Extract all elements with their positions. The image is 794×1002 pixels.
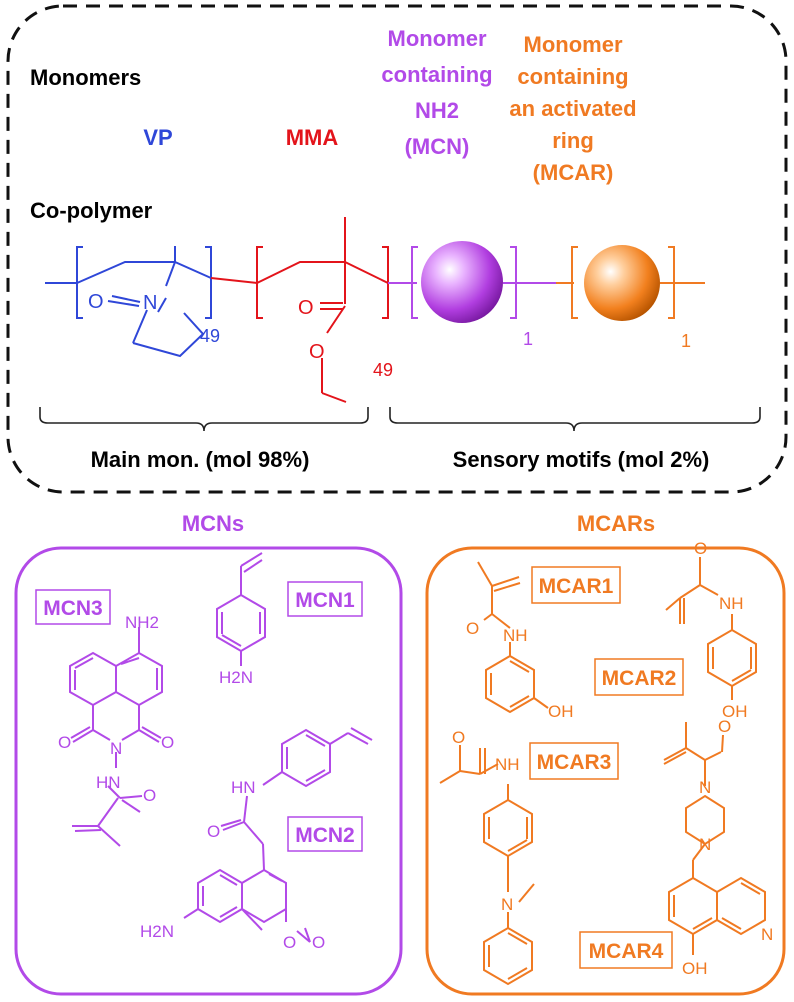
mcar2-nh: NH <box>719 594 744 613</box>
mma-repeat-unit <box>210 217 389 403</box>
sensory-label: Sensory motifs (mol 2%) <box>453 447 710 472</box>
vp-label: VP <box>143 125 172 150</box>
mcar-desc-line2: containing <box>517 64 628 89</box>
mcar4-o: O <box>718 717 731 736</box>
mcn1-h2n: H2N <box>219 668 253 687</box>
mcn2-h2n: H2N <box>140 922 174 941</box>
mcn-sphere <box>421 241 503 323</box>
mcn3-imide-n: N <box>110 739 122 758</box>
mcn1-box <box>287 581 363 617</box>
mcar-desc-line1: Monomer <box>524 32 623 57</box>
mcn2-box <box>287 816 363 852</box>
mcn3-label: MCN3 <box>43 597 103 620</box>
mcn2-ring-o: O <box>283 933 296 952</box>
mcar4-n-bottom: N <box>699 835 711 854</box>
mcar3-box <box>529 742 619 780</box>
mcns-panel <box>14 546 403 996</box>
vp-repeat-unit <box>45 246 212 358</box>
mcn2-carbonyl-o: O <box>312 933 325 952</box>
top-panel-border <box>6 4 788 494</box>
main-monomer-label: Main mon. (mol 98%) <box>91 447 310 472</box>
mcar-repeat-unit <box>556 246 705 319</box>
monomers-heading: Monomers <box>30 65 141 90</box>
mma-ester-o: O <box>309 341 325 363</box>
mcar4-n-top: N <box>699 778 711 797</box>
mcar4-box <box>579 931 673 969</box>
copolymer-heading: Co-polymer <box>30 198 153 223</box>
mcn-desc-line1: Monomer <box>388 26 487 51</box>
mcar2-box <box>594 658 684 696</box>
mcar4-label: MCAR4 <box>589 940 664 963</box>
mcn3-o-right: O <box>161 733 174 752</box>
mcar1-o: O <box>466 619 479 638</box>
vp-carbonyl-o: O <box>88 291 104 313</box>
mcn3-amide-o: O <box>143 786 156 805</box>
mcn3-nh2: NH2 <box>125 613 159 632</box>
mcar1-label: MCAR1 <box>539 575 614 598</box>
mcn2-amide-o: O <box>207 822 220 841</box>
mcar1-oh: OH <box>548 702 574 721</box>
mcar3-amine-n: N <box>501 895 513 914</box>
mcn-desc-line3: NH2 <box>415 98 459 123</box>
mcar-desc-line5: (MCAR) <box>533 160 614 185</box>
mcns-title: MCNs <box>182 511 244 536</box>
mcar4-quinoline-n: N <box>761 925 773 944</box>
mcn2-hn: HN <box>231 778 256 797</box>
mma-carbonyl-o: O <box>298 297 314 319</box>
main-monomer-brace <box>39 407 369 432</box>
mcar-sphere <box>584 245 660 321</box>
mcn3-structure <box>69 627 163 847</box>
mcar2-structure <box>665 557 757 700</box>
mcars-title: MCARs <box>577 511 655 536</box>
mcar4-oh: OH <box>682 959 708 978</box>
mcar1-structure <box>477 561 549 714</box>
mcn1-label: MCN1 <box>295 589 355 612</box>
mcn3-hn: HN <box>96 773 121 792</box>
sensory-brace <box>389 407 761 432</box>
mcn-repeat-unit <box>388 246 560 319</box>
mcn3-o-left: O <box>58 733 71 752</box>
mcar-desc-line3: an activated <box>509 96 636 121</box>
vp-subscript: 49 <box>200 326 220 346</box>
mcar1-box <box>531 566 621 604</box>
mcn2-label: MCN2 <box>295 824 355 847</box>
mcn1-structure <box>216 552 266 666</box>
mcar3-structure <box>439 745 535 986</box>
mcar1-nh: NH <box>503 626 528 645</box>
mcar3-nh: NH <box>495 755 520 774</box>
mcn-subscript: 1 <box>523 329 533 349</box>
mcar2-label: MCAR2 <box>602 667 677 690</box>
mma-subscript: 49 <box>373 360 393 380</box>
mcar2-o: O <box>694 539 707 558</box>
mcar3-label: MCAR3 <box>537 751 612 774</box>
mcn-desc-line2: containing <box>381 62 492 87</box>
mcn2-lactone <box>241 908 311 943</box>
mcar3-o: O <box>452 728 465 747</box>
mcar2-oh: OH <box>722 702 748 721</box>
mcn3-box <box>35 589 111 625</box>
mcn-desc-line4: (MCN) <box>405 134 470 159</box>
mcar-subscript: 1 <box>681 331 691 351</box>
mcar-description: Monomer containing an activated ring (MC… <box>509 32 636 185</box>
mcar4-structure <box>663 722 766 955</box>
mcars-panel <box>425 546 786 996</box>
mcn-description: Monomer containing NH2 (MCN) <box>381 26 492 159</box>
vp-ring-n: N <box>143 292 157 314</box>
mma-label: MMA <box>286 125 339 150</box>
mcar-desc-line4: ring <box>552 128 594 153</box>
